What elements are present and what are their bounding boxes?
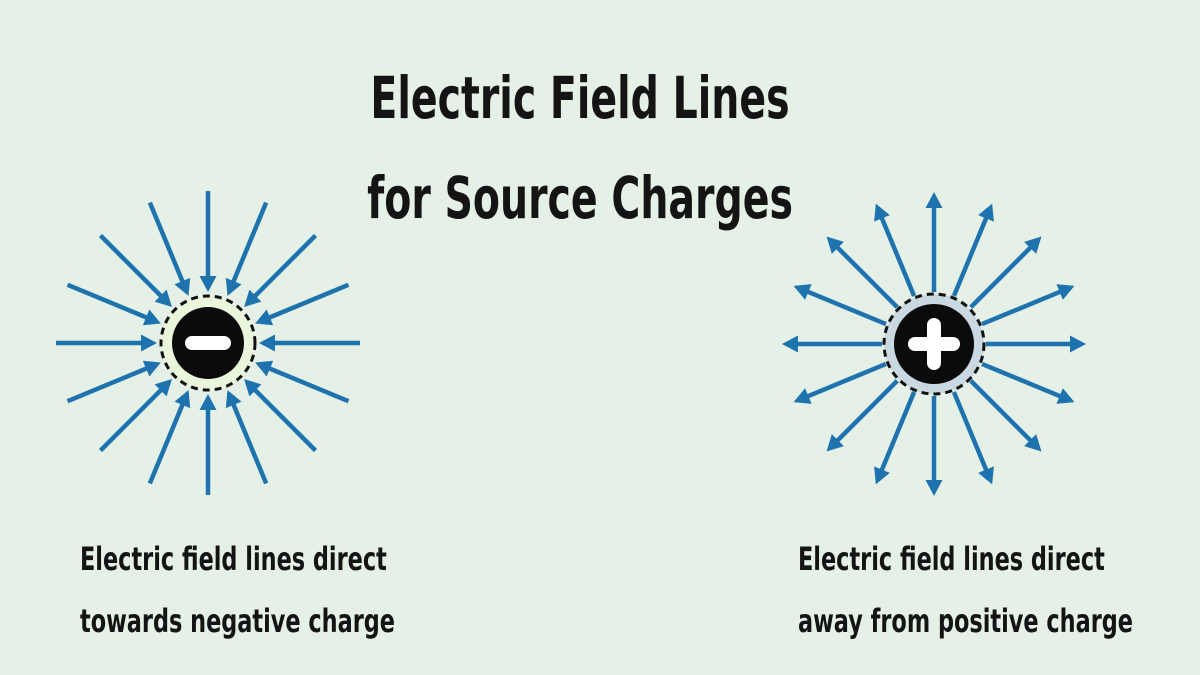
positive-charge-field-diagram — [782, 192, 1086, 496]
positive-caption-line-2: away from positive charge — [798, 602, 1133, 640]
negative-charge-caption: Electric field lines direct towards nega… — [17, 540, 437, 640]
negative-caption-line-2: towards negative charge — [80, 602, 395, 640]
negative-charge-field-diagram — [56, 191, 360, 495]
positive-caption-line-1: Electric field lines direct — [798, 540, 1105, 578]
positive-charge-caption: Electric field lines direct away from po… — [735, 540, 1155, 640]
page-title-line-2: for Source Charges — [367, 164, 793, 232]
page-title-line-1: Electric Field Lines — [370, 64, 790, 132]
negative-caption-line-1: Electric field lines direct — [80, 540, 387, 578]
